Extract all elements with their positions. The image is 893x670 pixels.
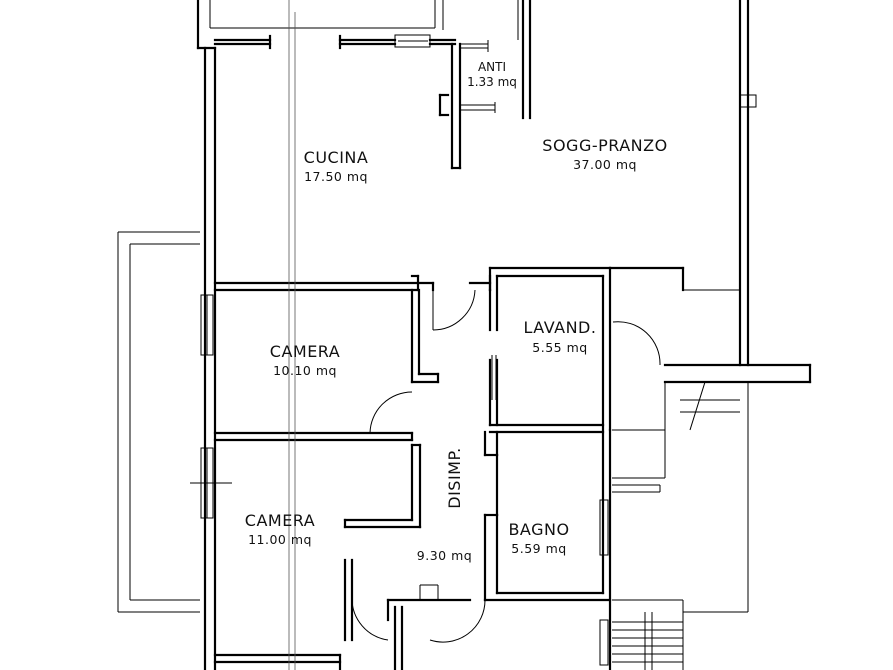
room-disimpegno-name: DISIMP. (445, 447, 464, 509)
room-camera-1-name: CAMERA (269, 342, 341, 361)
room-cucina-area: 17.50 mq (304, 169, 368, 184)
room-disimpegno-area: 9.30 mq (416, 548, 473, 563)
room-anti: ANTI 1.33 mq (462, 61, 522, 88)
room-bagno: BAGNO 5.59 mq (498, 522, 580, 556)
room-camera-2: CAMERA 11.00 mq (230, 513, 330, 547)
interior-walls (213, 266, 740, 670)
room-bagno-name: BAGNO (508, 520, 570, 539)
room-soggiorno-name: SOGG-PRANZO (542, 136, 668, 155)
kitchen-walls (438, 42, 496, 170)
room-lavanderia-name: LAVAND. (523, 318, 597, 337)
room-camera-1: CAMERA 10.10 mq (255, 344, 355, 378)
staircase (612, 381, 740, 670)
room-camera-2-name: CAMERA (244, 511, 316, 530)
top-structure (209, 0, 532, 120)
room-camera-1-area: 10.10 mq (273, 363, 337, 378)
door-swings (351, 289, 661, 643)
reference-axes (288, 0, 296, 670)
room-camera-2-area: 11.00 mq (248, 532, 312, 547)
room-lavanderia-area: 5.55 mq (532, 340, 588, 355)
room-lavanderia: LAVAND. 5.55 mq (510, 320, 610, 355)
room-anti-name: ANTI (477, 60, 507, 74)
room-bagno-area: 5.59 mq (511, 541, 567, 556)
outer-walls (196, 0, 812, 670)
room-soggiorno-area: 37.00 mq (573, 157, 637, 172)
room-cucina: CUCINA 17.50 mq (286, 150, 386, 184)
balcony (117, 231, 232, 613)
room-soggiorno: SOGG-PRANZO 37.00 mq (530, 138, 680, 172)
room-cucina-name: CUCINA (303, 148, 369, 167)
room-anti-area: 1.33 mq (467, 75, 517, 89)
windows (200, 94, 757, 666)
